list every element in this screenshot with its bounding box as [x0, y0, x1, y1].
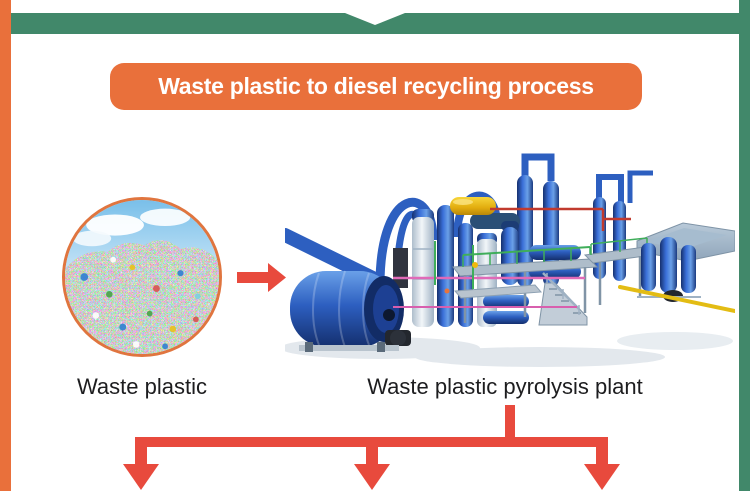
- stairs: [538, 272, 588, 326]
- waste-plastic-pile-image: [65, 200, 219, 354]
- pyrolysis-plant-label: Waste plastic pyrolysis plant: [367, 374, 643, 399]
- platforms: [452, 237, 655, 323]
- left-accent-strip: [0, 0, 11, 491]
- condensing-columns: [517, 175, 626, 287]
- right-accent-strip: [739, 0, 750, 491]
- pyrolysis-reactor: [290, 248, 411, 352]
- right-arrow-icon: [237, 263, 286, 292]
- filter-tanks: [637, 237, 701, 302]
- process-pipes: [393, 207, 735, 313]
- pyrolysis-plant-illustration: [285, 153, 735, 367]
- top-green-bar: [11, 13, 750, 34]
- waste-plastic-label: Waste plastic: [76, 374, 207, 399]
- down-chevron-notch-icon: [345, 13, 405, 25]
- waste-plastic-photo: [62, 197, 222, 357]
- scrubber-towers: [412, 205, 497, 327]
- title-banner: Waste plastic to diesel recycling proces…: [110, 63, 642, 110]
- page-title: Waste plastic to diesel recycling proces…: [158, 73, 594, 99]
- three-way-branch-arrow-icon: [123, 405, 620, 490]
